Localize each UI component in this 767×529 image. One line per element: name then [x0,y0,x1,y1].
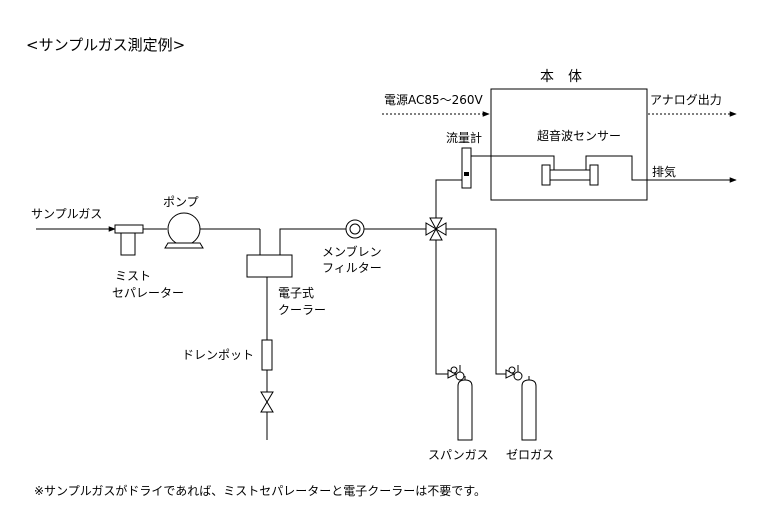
cooler-label-2: クーラー [278,303,326,317]
zero-gas-cylinder-icon [505,365,537,441]
mist-separator-label-1: ミスト [115,269,151,283]
power-label: 電源AC85～260V [384,93,484,107]
sensor-label: 超音波センサー [537,128,621,143]
electronic-cooler [246,254,293,278]
membrane-filter-label-1: メンブレン [322,244,382,259]
cooler-label-1: 電子式 [278,286,314,300]
sample-gas-label: サンプルガス [31,207,102,221]
footnote: ※サンプルガスがドライであれば、ミストセパレーターと電子クーラーは不要です。 [34,483,486,498]
flowmeter-label: 流量計 [446,130,482,145]
drain-pot [261,339,273,371]
analyzer-box [490,88,648,201]
three-way-valve-icon [425,217,447,241]
flowmeter-icon [461,147,472,189]
drain-pot-label: ドレンポット [182,348,254,362]
mist-separator-label-2: セパレーター [112,286,184,300]
mist-separator-icon [114,224,144,256]
analog-output-label: アナログ出力 [650,93,722,107]
analyzer-title: 本 体 [540,69,582,85]
drain-valve-icon [260,391,274,413]
pump-label: ポンプ [163,195,199,209]
diagram-title: <サンプルガス測定例> [26,36,185,54]
zero-gas-label: ゼロガス [506,448,554,462]
span-gas-cylinder-icon [447,365,473,441]
pump-icon [164,212,204,249]
exhaust-label: 排気 [652,164,676,179]
membrane-filter-label-2: フィルター [322,261,382,275]
analyzer-body: 本 体 超音波センサー [478,69,735,201]
span-gas-label: スパンガス [428,448,489,462]
membrane-filter-icon [345,219,365,239]
ultrasonic-sensor-icon [478,155,735,186]
